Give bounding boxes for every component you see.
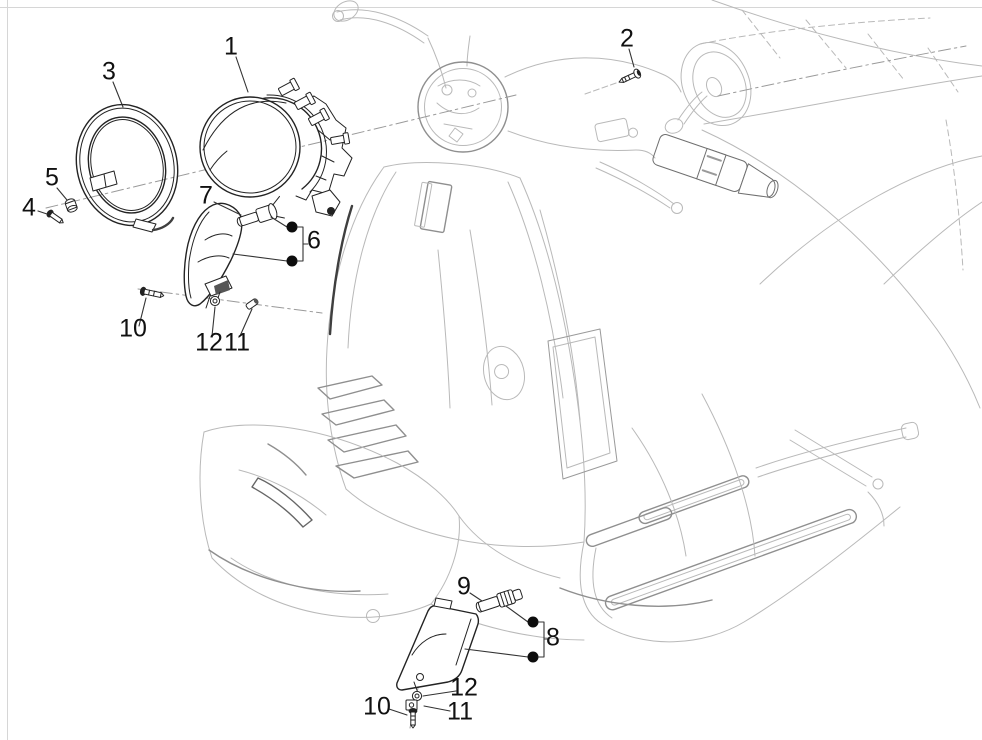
callout-12-side: 12 <box>450 673 478 702</box>
front-fender <box>199 424 585 641</box>
side-signal-washer <box>411 690 423 702</box>
ring-screw <box>46 209 64 224</box>
callout-10-side: 10 <box>363 692 391 721</box>
radiator-grille <box>547 328 618 480</box>
callout-6: 6 <box>307 226 321 255</box>
headlamp-housing-opening <box>417 61 509 153</box>
callout-11-side: 11 <box>447 697 473 726</box>
headlamp-rim-ring <box>75 103 179 233</box>
floorboard <box>559 393 920 643</box>
callout-9: 9 <box>457 572 471 601</box>
callout-12-front: 12 <box>195 328 223 357</box>
front-turn-signal <box>183 202 243 309</box>
front-signal-bulb <box>236 195 285 227</box>
brand-badge <box>414 180 453 234</box>
callout-8-bracket <box>464 605 550 663</box>
right-mirror-icon <box>664 41 752 134</box>
handlebar-grip <box>652 134 779 199</box>
front-signal-washer <box>209 295 221 307</box>
ring-spacer <box>64 198 78 213</box>
horn-louvers <box>317 375 419 479</box>
callout-6-bracket <box>232 216 309 267</box>
callout-11-front: 11 <box>224 328 250 357</box>
side-turn-signal <box>396 597 480 695</box>
vent-detail <box>483 345 525 401</box>
front-signal-clip <box>245 298 259 310</box>
scooter-body <box>199 0 982 643</box>
handlebar-assembly <box>332 0 779 214</box>
callout-8: 8 <box>546 623 560 652</box>
callout-2: 2 <box>620 24 634 53</box>
side-signal-screw <box>408 708 418 729</box>
left-mirror-icon <box>333 0 359 22</box>
callout-7: 7 <box>199 181 213 210</box>
callout-3: 3 <box>102 57 116 86</box>
headlamp-unit <box>199 77 353 217</box>
handlebar-screw <box>618 68 642 83</box>
side-signal-bulb <box>475 588 523 613</box>
headlamp-studs <box>278 77 351 145</box>
front-signal-screw <box>139 286 165 298</box>
callout-1: 1 <box>224 32 238 61</box>
callout-4: 4 <box>22 193 36 222</box>
body-panels-right <box>699 0 982 409</box>
leader-lines <box>37 48 635 716</box>
callout-5: 5 <box>45 163 59 192</box>
callout-10-front: 10 <box>119 314 147 343</box>
legshield <box>317 162 618 547</box>
